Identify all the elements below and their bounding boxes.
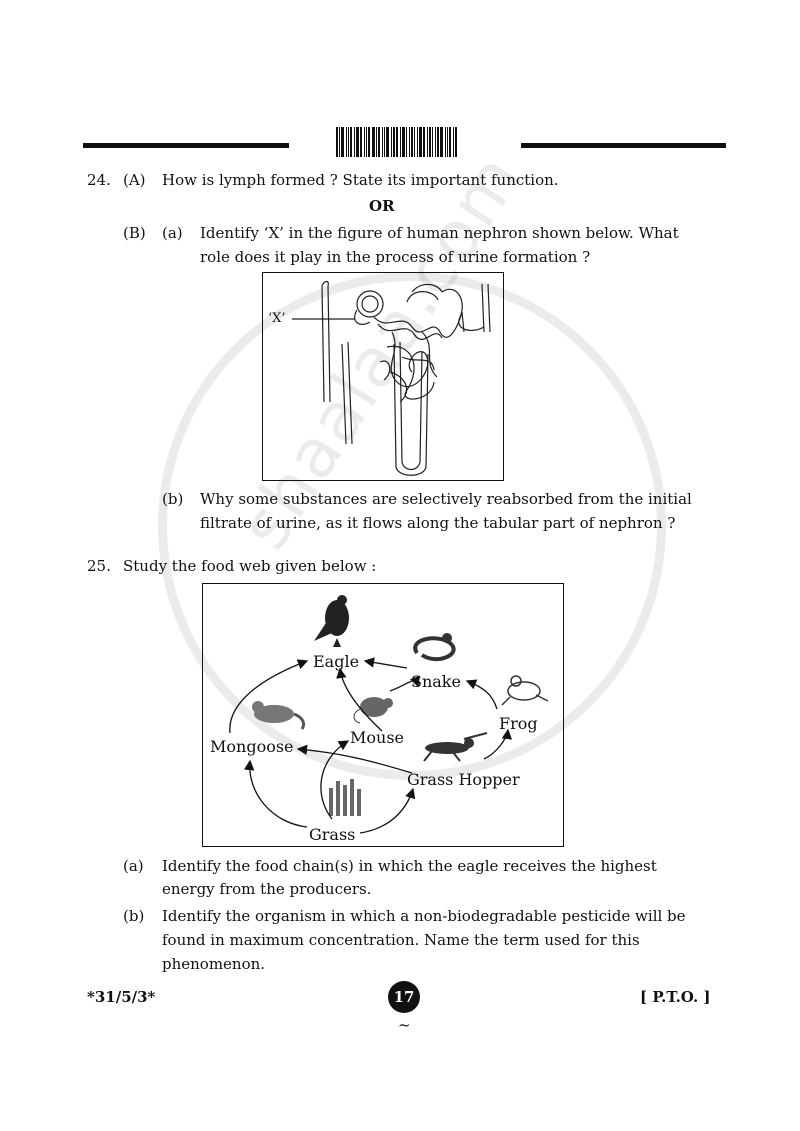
q25-number: 25. — [87, 557, 111, 575]
barcode-bar — [427, 127, 428, 157]
barcode-bar — [384, 127, 385, 157]
barcode-bar — [447, 127, 448, 157]
eagle-icon — [314, 595, 349, 647]
barcode-bar — [368, 127, 370, 157]
foodweb-diagram — [229, 595, 549, 834]
barcode-bar — [372, 127, 375, 157]
barcode-bar — [348, 127, 349, 157]
barcode-bar — [382, 127, 383, 157]
foodweb-figure-box — [202, 583, 564, 847]
barcode-bar — [396, 127, 398, 157]
foodweb-grass: Grass — [309, 825, 356, 844]
barcode-bar — [455, 127, 457, 157]
q25-a-line2: energy from the producers. — [162, 880, 372, 898]
barcode-bar — [411, 127, 413, 157]
barcode-bar — [339, 127, 340, 157]
watermark-circle — [158, 272, 666, 780]
barcode-bar — [341, 127, 344, 157]
q24-partB-a-label: (a) — [162, 224, 183, 242]
footer-paper-code: *31/5/3* — [87, 988, 156, 1006]
barcode-bar — [360, 127, 362, 157]
barcode-bar — [440, 127, 443, 157]
q24-partB-b-line1: Why some substances are selectively reab… — [200, 490, 692, 508]
barcode — [336, 127, 464, 157]
barcode-bar — [419, 127, 422, 157]
barcode-bar — [356, 127, 359, 157]
q25-intro: Study the food web given below : — [123, 557, 377, 575]
q24-partB-a-line1: Identify ‘X’ in the figure of human neph… — [200, 224, 679, 242]
q25-b-line2: found in maximum concentration. Name the… — [162, 931, 640, 949]
barcode-bar — [429, 127, 431, 157]
nephron-figure-box — [262, 272, 504, 481]
barcode-bar — [406, 127, 407, 157]
barcode-bar — [437, 127, 439, 157]
foodweb-grasshopper: Grass Hopper — [407, 770, 520, 789]
q25-a-label: (a) — [123, 857, 144, 875]
grasshopper-icon — [423, 732, 488, 762]
nephron-label-x: ‘X’ — [268, 311, 286, 326]
barcode-bar — [366, 127, 367, 157]
barcode-bar — [393, 127, 395, 157]
foodweb-mongoose: Mongoose — [210, 737, 294, 756]
q25-b-line1: Identify the organism in which a non-bio… — [162, 907, 686, 925]
barcode-bar — [350, 127, 352, 157]
q25-b-line3: phenomenon. — [162, 955, 266, 973]
barcode-bar — [346, 127, 347, 157]
foodweb-frog: Frog — [499, 714, 538, 733]
barcode-bar — [414, 127, 415, 157]
q25-b-label: (b) — [123, 907, 145, 925]
q24-number: 24. — [87, 171, 111, 189]
snake-icon — [413, 633, 456, 662]
barcode-bar — [402, 127, 405, 157]
barcode-bar — [417, 127, 418, 157]
foodweb-mouse: Mouse — [350, 728, 404, 747]
barcode-bar — [445, 127, 446, 157]
barcode-bar — [336, 127, 338, 157]
foodweb-eagle: Eagle — [313, 652, 360, 671]
header-rule-left — [83, 143, 289, 148]
barcode-bar — [378, 127, 380, 157]
q24-or: OR — [369, 197, 395, 215]
q24-partB-a-line2: role does it play in the process of urin… — [200, 248, 591, 266]
barcode-bar — [386, 127, 389, 157]
footer-tilde: ~ — [398, 1016, 411, 1034]
barcode-bar — [391, 127, 392, 157]
grass-icon — [329, 779, 361, 816]
nephron-diagram — [292, 280, 491, 476]
barcode-bar — [435, 127, 436, 157]
mouse-icon — [353, 697, 393, 724]
barcode-bar — [453, 127, 454, 157]
mongoose-icon — [252, 701, 306, 730]
barcode-bar — [449, 127, 451, 157]
footer-pto: [ P.T.O. ] — [640, 988, 711, 1006]
barcode-bar — [400, 127, 401, 157]
header-rule-right — [521, 143, 726, 148]
q24-partB-label: (B) — [123, 224, 146, 242]
barcode-bar — [376, 127, 377, 157]
barcode-bar — [432, 127, 433, 157]
frog-icon — [501, 675, 549, 706]
foodweb-snake: Snake — [411, 672, 461, 691]
q24-partA-text: How is lymph formed ? State its importan… — [162, 171, 559, 189]
q25-a-line1: Identify the food chain(s) in which the … — [162, 857, 657, 875]
barcode-bar — [423, 127, 425, 157]
barcode-bar — [354, 127, 355, 157]
barcode-bar — [364, 127, 365, 157]
q24-partB-b-label: (b) — [162, 490, 184, 508]
page-number: 17 — [388, 981, 420, 1013]
q24-partA-label: (A) — [123, 171, 146, 189]
q24-partB-b-line2: filtrate of urine, as it flows along the… — [200, 514, 676, 532]
barcode-bar — [409, 127, 410, 157]
